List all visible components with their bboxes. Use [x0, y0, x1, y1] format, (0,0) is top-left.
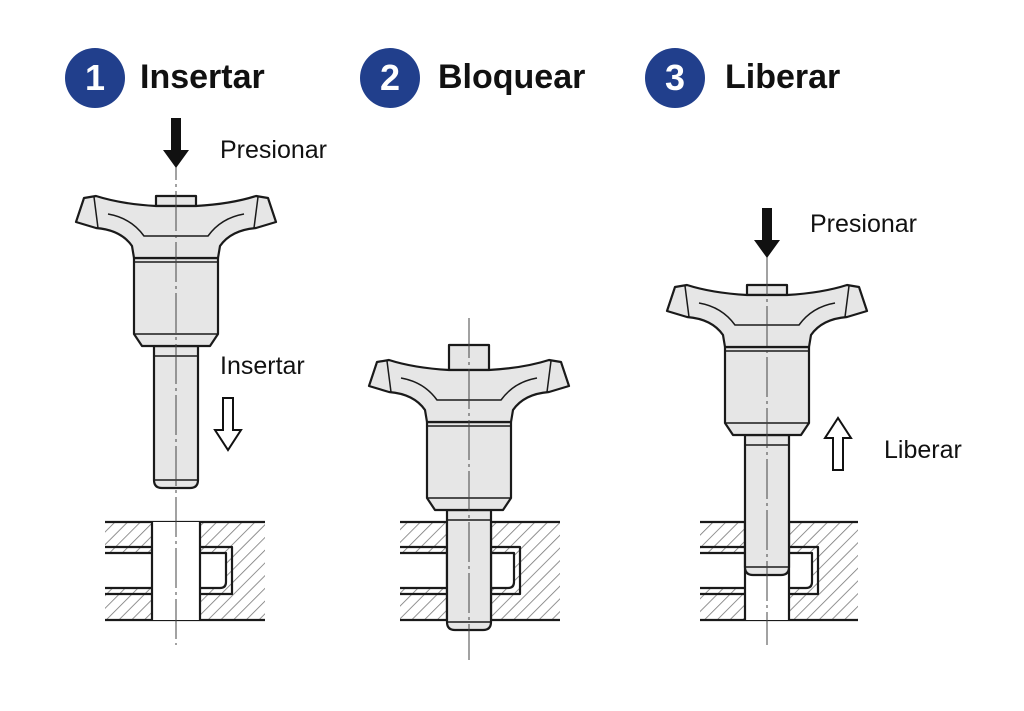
step-2-title: Bloquear: [438, 58, 586, 96]
step-1-press-arrow-icon: [163, 118, 189, 168]
step-1-title: Insertar: [140, 58, 265, 96]
step-3-badge: 3: [645, 48, 705, 108]
step-2-pin-shaft: [445, 508, 493, 632]
step-1-pin-wing-edges: [93, 196, 259, 229]
step-3-press-label: Presionar: [810, 210, 917, 238]
step-1-insert-label: Insertar: [220, 352, 305, 380]
step-2-pin-wing-edges: [386, 360, 552, 393]
step-1-badge: 1: [65, 48, 125, 108]
step-3-release-arrow-icon: [823, 416, 853, 471]
step-3-release-label: Liberar: [884, 436, 962, 464]
step-2-badge: 2: [360, 48, 420, 108]
step-1-insert-arrow-icon: [213, 397, 243, 452]
step-3-press-arrow-icon: [754, 208, 780, 258]
step-1-press-label: Presionar: [220, 136, 327, 164]
step-3-pin-wing-edges: [684, 285, 850, 318]
step-3-title: Liberar: [725, 58, 841, 96]
